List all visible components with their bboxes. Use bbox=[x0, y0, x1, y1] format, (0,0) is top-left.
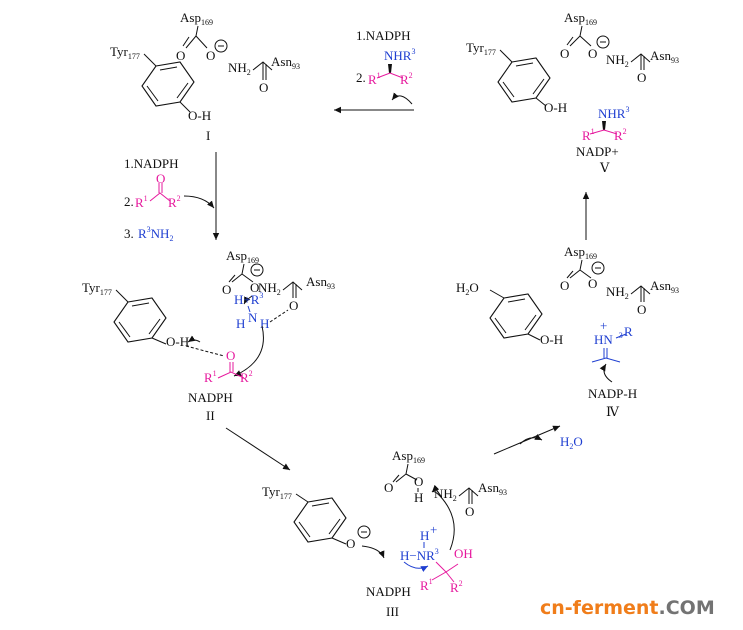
svg-text:2.: 2. bbox=[124, 194, 134, 209]
watermark-logo: cn-ferment.COM bbox=[540, 597, 715, 619]
asp-label: Asp169 bbox=[180, 10, 213, 27]
step-dehydration: H2O bbox=[493, 425, 583, 455]
svg-text:R1: R1 bbox=[368, 71, 381, 87]
phenol-ring bbox=[113, 297, 167, 343]
tyr-label: Tyr177 bbox=[82, 280, 112, 297]
svg-text:O: O bbox=[414, 474, 423, 489]
tyr-oh: O-H bbox=[166, 334, 189, 349]
step-top-line1: 1.NADPH bbox=[356, 28, 411, 43]
svg-text:R2: R2 bbox=[400, 71, 413, 87]
product-r1: R1 bbox=[582, 127, 595, 143]
tyr-label: Tyr177 bbox=[110, 44, 140, 61]
cofactor-nadph: NADPH bbox=[366, 584, 411, 599]
svg-text:R2: R2 bbox=[240, 369, 253, 385]
step-product-release: 1.NADPH 2. NHR3 R1 R2 bbox=[334, 28, 415, 114]
amine-h: H bbox=[236, 316, 245, 331]
cofactor-nadph: NADPH bbox=[188, 390, 233, 405]
species-label-III: III bbox=[386, 604, 399, 619]
step-top-amine: NHR3 bbox=[384, 47, 415, 63]
iminium-r: R bbox=[624, 324, 633, 339]
amine-plus: + bbox=[430, 522, 437, 537]
svg-text:O: O bbox=[637, 70, 646, 85]
amine-h2: H bbox=[260, 316, 269, 331]
svg-text:O: O bbox=[176, 48, 185, 63]
substrate-o: O bbox=[226, 348, 235, 363]
svg-text:R1: R1 bbox=[135, 194, 148, 210]
asn-nh2: NH2 bbox=[606, 284, 629, 301]
carbinol-oh: OH bbox=[454, 546, 473, 561]
tyr-oh: O-H bbox=[188, 108, 211, 123]
svg-text:3.: 3. bbox=[124, 226, 134, 241]
step-left-line1: 1.NADPH bbox=[124, 156, 179, 171]
svg-text:O: O bbox=[560, 46, 569, 61]
asp-label: Asp169 bbox=[392, 448, 425, 465]
asn-nh2: NH2 bbox=[228, 60, 251, 77]
phenol-ring bbox=[497, 57, 551, 103]
phenol-ring bbox=[141, 61, 195, 107]
phenol-ring bbox=[489, 293, 543, 339]
svg-text:O: O bbox=[588, 46, 597, 61]
iminium-plus: + bbox=[600, 318, 607, 333]
svg-text:O: O bbox=[289, 298, 298, 313]
asp-label: Asp169 bbox=[564, 244, 597, 261]
tyr-o-minus: O bbox=[346, 536, 355, 551]
svg-text:O: O bbox=[588, 276, 597, 291]
asn-label: Asn93 bbox=[271, 54, 300, 71]
svg-text:R1: R1 bbox=[204, 369, 217, 385]
svg-text:O: O bbox=[560, 278, 569, 293]
state-V: Tyr177 O-H Asp169 O O NH2 O Asn93 NHR3 R… bbox=[466, 10, 679, 175]
svg-text:H: H bbox=[414, 490, 423, 505]
asn-nh2: NH2 bbox=[258, 280, 281, 297]
water-label: H2O bbox=[560, 434, 583, 451]
state-I: Tyr177 O-H Asp169 O O NH2 O Asn93 I bbox=[110, 10, 300, 143]
step-substrate-binding: 1.NADPH 2. R1 O R2 3. R3NH2 bbox=[124, 152, 220, 243]
tyr-label: Tyr177 bbox=[262, 484, 292, 501]
svg-text:R1: R1 bbox=[420, 577, 433, 593]
svg-text:O: O bbox=[259, 80, 268, 95]
step-left-amine: R3NH2 bbox=[138, 225, 173, 243]
species-label-II: II bbox=[206, 408, 215, 423]
svg-text:R2: R2 bbox=[168, 194, 181, 210]
amine-hn: H−NR3 bbox=[400, 547, 439, 563]
tyr-oh: O-H bbox=[540, 332, 563, 347]
species-label-I: I bbox=[206, 128, 210, 143]
asp-label: Asp169 bbox=[564, 10, 597, 27]
amine-hr3: H+R3 bbox=[234, 291, 263, 307]
arrow-II-to-III bbox=[225, 427, 291, 471]
state-III: Tyr177 O Asp169 O O H NH2 O Asn93 H + H−… bbox=[262, 448, 507, 619]
svg-text:O: O bbox=[637, 302, 646, 317]
svg-text:O: O bbox=[156, 171, 165, 186]
phenol-ring bbox=[293, 497, 347, 543]
svg-text:O: O bbox=[206, 48, 215, 63]
amine-h-top: H bbox=[420, 528, 429, 543]
asn-label: Asn93 bbox=[650, 278, 679, 295]
amine-n: N bbox=[248, 310, 258, 325]
species-label-V: Ⅴ bbox=[599, 160, 610, 175]
svg-text:O: O bbox=[222, 282, 231, 297]
svg-text:O: O bbox=[384, 480, 393, 495]
tyr-oh: O-H bbox=[544, 100, 567, 115]
asn-label: Asn93 bbox=[650, 48, 679, 65]
cofactor-nadp-plus: NADP+ bbox=[576, 144, 619, 159]
svg-text:O: O bbox=[465, 504, 474, 519]
state-II: Tyr177 O-H Asp169 O O NH2 O Asn93 H+R3 N… bbox=[82, 248, 335, 423]
svg-text:2.: 2. bbox=[356, 70, 366, 85]
tyr-label: Tyr177 bbox=[466, 40, 496, 57]
species-label-IV: Ⅳ bbox=[606, 404, 620, 419]
asn-label: Asn93 bbox=[306, 274, 335, 291]
svg-text:O: O bbox=[250, 280, 259, 295]
asp-label: Asp169 bbox=[226, 248, 259, 265]
cofactor-nadp-h: NADP-H bbox=[588, 386, 637, 401]
water-bound: H2O bbox=[456, 280, 479, 297]
product-amine: NHR3 bbox=[598, 105, 629, 121]
asn-label: Asn93 bbox=[478, 480, 507, 497]
product-r2: R2 bbox=[614, 127, 627, 143]
asn-nh2: NH2 bbox=[434, 486, 457, 503]
svg-text:R2: R2 bbox=[450, 579, 463, 595]
asn-nh2: NH2 bbox=[606, 52, 629, 69]
